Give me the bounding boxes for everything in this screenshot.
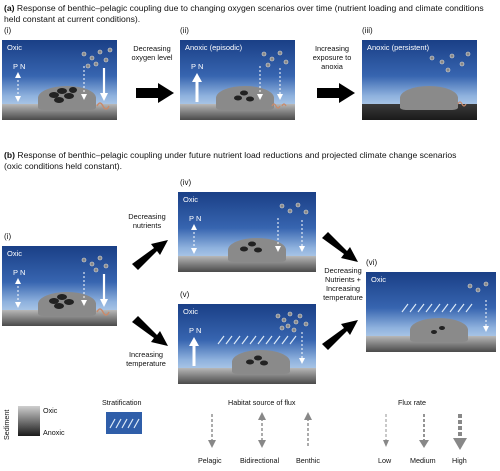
panel-a-ii: Anoxic (episodic) P N [180, 40, 295, 120]
legend-pelagic: Pelagic [198, 456, 222, 465]
roman-b-iv: (iv) [180, 178, 192, 187]
mussel-mound [410, 318, 468, 342]
legend-flux-arrows [383, 414, 467, 450]
transition-arrow-a1 [136, 83, 174, 103]
panel-a-i-label: Oxic [7, 43, 22, 52]
panel-b-iv-marks [191, 202, 309, 254]
label-decreasing-nutrients: Decreasing nutrients [128, 212, 166, 230]
pn-label: P N [13, 268, 26, 277]
roman-b-vi: (vi) [366, 258, 378, 267]
panel-a-iii: Anoxic (persistent) [362, 40, 477, 120]
roman-b-i: (i) [4, 232, 12, 241]
legend-low: Low [378, 456, 392, 465]
legend-oxic: Oxic [43, 406, 58, 415]
label-increasing-temperature: Increasing temperature [126, 350, 166, 368]
pn-label: P N [189, 326, 202, 335]
transition-arrow-to-vi-upper [322, 232, 358, 262]
panel-b-v-marks [189, 311, 309, 366]
panel-b-iv-label: Oxic [183, 195, 198, 204]
legend-bidirectional: Bidirectional [240, 456, 280, 465]
panel-b-i-marks [15, 255, 110, 316]
mussel-mound [216, 86, 274, 110]
stratification-band [401, 303, 473, 313]
label-combined: Decreasing Nutrients + Increasing temper… [323, 266, 363, 302]
panel-b-vi-label: Oxic [371, 275, 386, 284]
legend-habitat-title: Habitat source of flux [228, 398, 296, 407]
legend-high: High [452, 456, 467, 465]
pn-label: P N [13, 62, 26, 71]
section-b-title: (b) Response of benthic–pelagic coupling… [4, 150, 464, 171]
section-b-letter: (b) [4, 150, 15, 160]
section-a-title: (a) Response of benthic–pelagic coupling… [4, 3, 496, 24]
legend-stratification-swatch [106, 412, 142, 434]
transition-arrow-a2 [317, 83, 355, 103]
panel-a-ii-marks [192, 50, 289, 109]
roman-a-iii: (iii) [362, 26, 373, 35]
panel-a-ii-label: Anoxic (episodic) [185, 43, 243, 52]
roman-a-ii: (ii) [180, 26, 189, 35]
panel-a-iii-marks [429, 51, 471, 107]
legend-sediment-swatch [18, 406, 40, 436]
section-a-text: Response of benthic–pelagic coupling due… [4, 3, 484, 24]
panel-a-iii-label: Anoxic (persistent) [367, 43, 430, 52]
legend-flux-title: Flux rate [398, 398, 426, 407]
panel-a-i: Oxic P N [2, 40, 117, 120]
transition-arrow-to-vi-lower [322, 320, 358, 350]
roman-b-v: (v) [180, 290, 190, 299]
legend-habitat-arrows [208, 412, 312, 448]
section-b-text: Response of benthic–pelagic coupling und… [4, 150, 457, 171]
pn-label: P N [191, 62, 204, 71]
panel-b-iv: Oxic P N [178, 192, 316, 272]
legend-benthic: Benthic [296, 456, 320, 465]
legend-stratification: Stratification [102, 398, 142, 407]
panel-b-i-label: Oxic [7, 249, 22, 258]
panel-b-vi: Oxic [366, 272, 496, 352]
transition-arrow-down [132, 316, 168, 346]
panel-b-v-label: Oxic [183, 307, 198, 316]
legend-medium: Medium [410, 456, 436, 465]
mussel-mound [400, 86, 458, 110]
label-decreasing-oxygen: Decreasing oxygen level [131, 44, 173, 62]
panel-b-v: Oxic P N [178, 304, 316, 384]
label-increasing-exposure: Increasing exposure to anoxia [312, 44, 352, 71]
roman-a-i: (i) [4, 26, 12, 35]
stratification-band [217, 335, 297, 345]
panel-b-vi-marks [401, 281, 489, 334]
transition-arrow-up [132, 240, 168, 270]
legend-anoxic: Anoxic [43, 428, 65, 437]
panel-b-i: Oxic P N [2, 246, 117, 326]
legend-sediment: Sediment [2, 409, 11, 440]
panel-a-i-marks [15, 47, 113, 110]
pn-label: P N [189, 214, 202, 223]
section-a-letter: (a) [4, 3, 15, 13]
